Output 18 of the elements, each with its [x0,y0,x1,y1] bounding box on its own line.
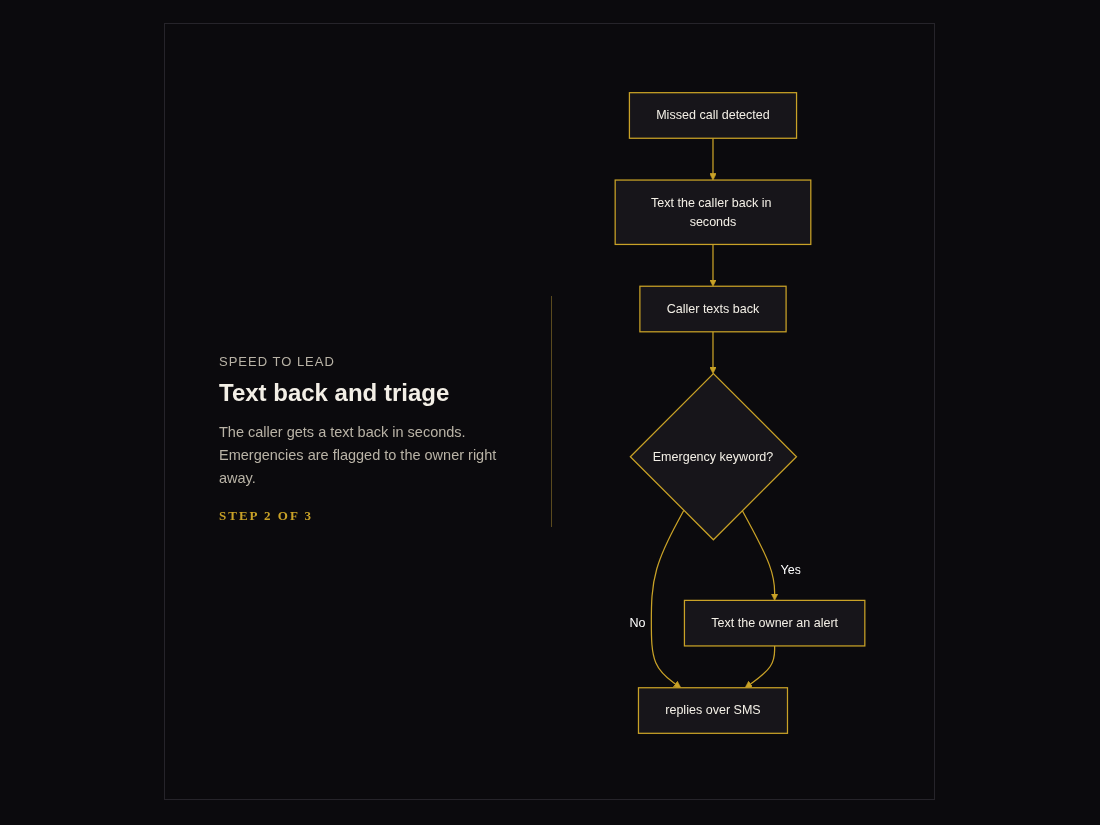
arrow [744,645,776,689]
description-text: The caller gets a text back in seconds. Emergencies are flagged to the owner right away. [219,423,498,488]
edge-label: Yes [780,562,801,577]
arrow [741,509,779,601]
edge-label: No [629,615,646,630]
arrow [709,137,717,181]
node-box: Text the caller back in seconds [614,179,812,246]
arrow [709,331,717,374]
step-indicator: STEP 2 OF 3 [219,508,314,524]
node-diamond: Emergency keyword? [629,372,798,541]
node-box: Caller texts back [639,285,787,333]
section-label: SPEED TO LEAD [219,354,335,369]
node-box: Text the owner an alert [683,599,866,647]
heading: Text back and triage [219,379,450,407]
node-box: Missed call detected [628,92,798,139]
arrow [650,509,685,689]
node-box: replies over SMS [637,687,789,734]
arrow [709,243,717,287]
